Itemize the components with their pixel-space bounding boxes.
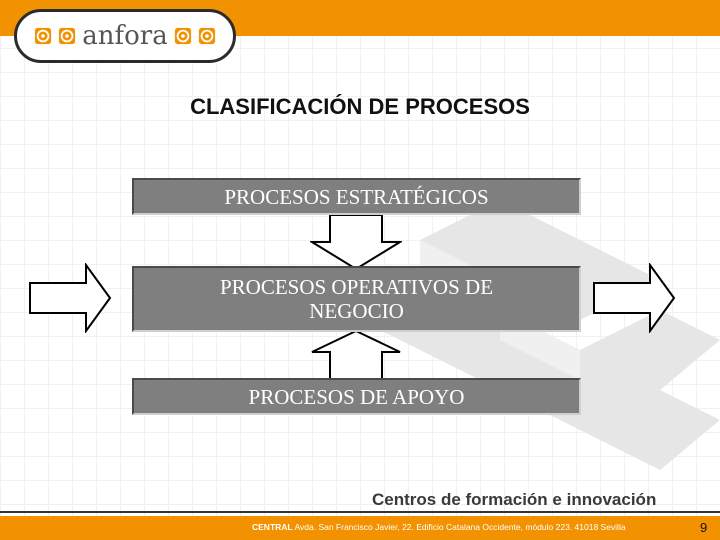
page-number: 9 bbox=[700, 520, 708, 535]
swirl-icon bbox=[174, 27, 191, 45]
anfora-logo: anfora bbox=[14, 9, 236, 63]
footer-address-text: Avda. San Francisco Javier, 22. Edificio… bbox=[292, 522, 626, 532]
footer-divider bbox=[0, 511, 720, 513]
operative-label-line2: NEGOCIO bbox=[309, 299, 404, 323]
up-arrow-icon bbox=[311, 330, 401, 380]
footer-bar bbox=[0, 516, 720, 540]
right-arrow-icon bbox=[593, 263, 676, 333]
support-processes-box: PROCESOS DE APOYO bbox=[132, 378, 581, 415]
operative-processes-box: PROCESOS OPERATIVOS DE NEGOCIO bbox=[132, 266, 581, 332]
footer-brand: CENTRAL bbox=[252, 522, 293, 532]
swirl-icon bbox=[35, 27, 52, 45]
swirl-icon bbox=[59, 27, 76, 45]
down-arrow-icon bbox=[310, 214, 402, 270]
support-label: PROCESOS DE APOYO bbox=[248, 384, 465, 409]
logo-text: anfora bbox=[82, 21, 168, 51]
swirl-icon bbox=[198, 27, 215, 45]
strategic-processes-box: PROCESOS ESTRATÉGICOS bbox=[132, 178, 581, 215]
strategic-label: PROCESOS ESTRATÉGICOS bbox=[224, 184, 489, 209]
operative-label-line1: PROCESOS OPERATIVOS DE bbox=[219, 275, 494, 299]
slide-title: CLASIFICACIÓN DE PROCESOS bbox=[190, 94, 530, 119]
right-arrow-icon bbox=[29, 263, 112, 333]
footer-title: Centros de formación e innovación bbox=[372, 490, 657, 509]
footer-address: CENTRAL Avda. San Francisco Javier, 22. … bbox=[252, 522, 626, 532]
